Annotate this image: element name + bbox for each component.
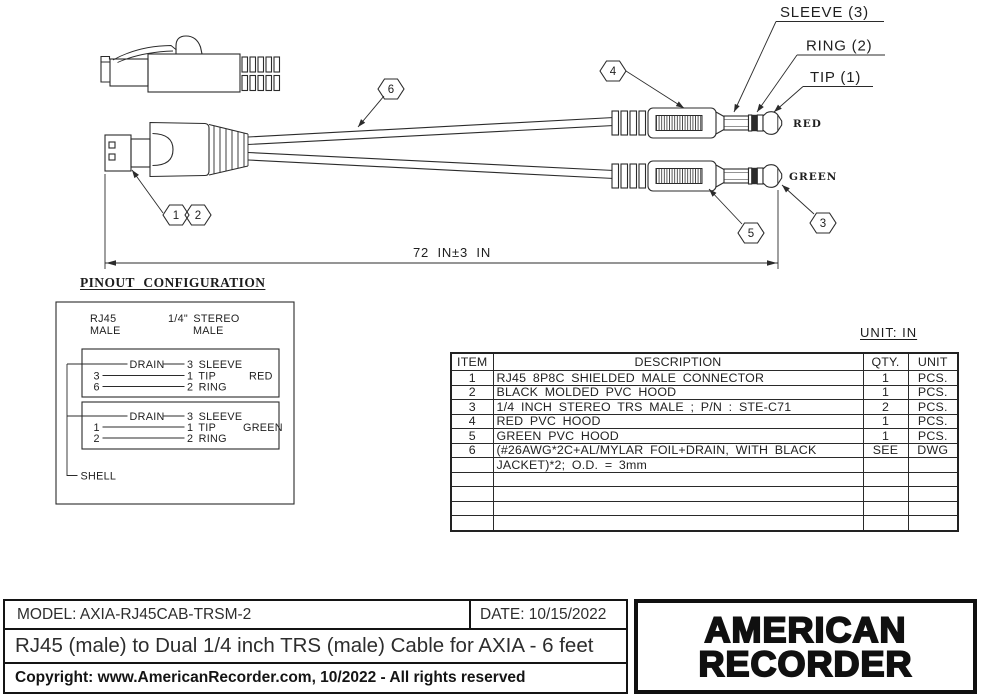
hood-ribs [208, 123, 249, 176]
svg-text:DRAIN: DRAIN [130, 359, 165, 371]
svg-text:2: 2 [94, 433, 100, 445]
svg-text:1: 1 [94, 422, 100, 434]
title-block: MODEL: AXIA-RJ45CAB-TRSM-2 DATE: 10/15/2… [3, 599, 628, 694]
callout-1-hexagon [162, 204, 190, 226]
callout-2-hexagon [184, 204, 212, 226]
svg-text:1 TIP: 1 TIP [187, 422, 216, 434]
callout-1: 1 [173, 210, 179, 222]
svg-text:6: 6 [94, 382, 100, 394]
sleeve-label: SLEEVE (3) [780, 4, 869, 21]
cable-title: RJ45 (male) to Dual 1/4 inch TRS (male) … [5, 630, 626, 664]
callout-3-hexagon [809, 212, 837, 234]
svg-text:2 RING: 2 RING [187, 382, 227, 394]
ring-label: RING (2) [806, 38, 872, 55]
callout-2: 2 [195, 210, 201, 222]
tip-label: TIP (1) [810, 69, 861, 86]
trs-plug [611, 107, 783, 139]
unit-note: UNIT: IN [860, 325, 918, 340]
american-recorder-logo: AMERICAN RECORDER [634, 599, 977, 694]
callout-5-hexagon [737, 222, 765, 244]
green-wire-label: GREEN [789, 171, 837, 183]
red-channel-label: RED [249, 371, 273, 383]
table-row [450, 500, 959, 516]
shell-label: SHELL [81, 471, 117, 483]
svg-text:MALE: MALE [193, 325, 224, 337]
shell-wire [66, 364, 78, 476]
callout-3: 3 [820, 218, 826, 230]
dimension-text: 72 IN±3 IN [413, 245, 491, 260]
callout-5: 5 [748, 228, 754, 240]
dimension: 72 IN±3 IN [104, 174, 779, 269]
table-row [450, 471, 959, 487]
svg-text:3 SLEEVE: 3 SLEEVE [187, 359, 242, 371]
trs-plug-green [611, 160, 783, 192]
rj45-front-view [104, 121, 249, 178]
table-row: 6(#26AWG*2C+AL/MYLAR FOIL+DRAIN, WITH BL… [450, 442, 959, 458]
svg-text:1 TIP: 1 TIP [187, 371, 216, 383]
table-row: JACKET)*2; O.D. = 3mm [450, 457, 959, 473]
table-row [450, 486, 959, 502]
red-channel-box [81, 348, 280, 398]
title-block-row1: MODEL: AXIA-RJ45CAB-TRSM-2 DATE: 10/15/2… [5, 601, 626, 630]
date-field: DATE: 10/15/2022 [469, 601, 626, 628]
part-labels: SLEEVE (3) RING (2) TIP (1) RED GREEN [733, 4, 885, 183]
bom-header-row: ITEM DESCRIPTION QTY. UNIT [450, 352, 959, 371]
brand-line-2: RECORDER [697, 642, 913, 684]
bom-header-item: ITEM [450, 352, 494, 371]
green-channel-box [81, 401, 280, 450]
svg-text:MALE: MALE [90, 325, 121, 337]
bom-header-qty: QTY. [862, 352, 909, 371]
rj45-side-view [100, 35, 281, 93]
cable-assembly-drawing: SLEEVE (3) RING (2) TIP (1) RED GREEN 1 … [55, 4, 885, 505]
copyright-notice: Copyright: www.AmericanRecorder.com, 10/… [15, 669, 526, 686]
model-number: MODEL: AXIA-RJ45CAB-TRSM-2 [17, 605, 252, 623]
red-wire-label: RED [793, 118, 822, 130]
callout-6: 6 [388, 84, 394, 96]
svg-text:2 RING: 2 RING [187, 433, 227, 445]
svg-text:DRAIN: DRAIN [130, 411, 165, 423]
callout-6-hexagon [377, 78, 405, 100]
pinout-right-header: 1/4" STEREO [168, 313, 240, 325]
table-row [450, 515, 959, 531]
svg-text:3: 3 [94, 371, 100, 383]
pinout-title: PINOUT CONFIGURATION [80, 275, 266, 290]
pinout-diagram: RJ45 MALE 1/4" STEREO MALE DRAIN 3 SLEEV… [55, 301, 295, 505]
side-boot-ribs [241, 56, 281, 92]
bom-header-description: DESCRIPTION [492, 352, 864, 371]
callout-4: 4 [610, 66, 617, 78]
pinout-left-header: RJ45 [90, 313, 116, 325]
cable-pair [247, 116, 615, 180]
brand-line-1: AMERICAN [704, 609, 907, 650]
svg-text:3 SLEEVE: 3 SLEEVE [187, 411, 242, 423]
callouts: 1 2 3 4 5 6 [131, 60, 837, 244]
bom-header-unit: UNIT [907, 352, 959, 371]
green-channel-label: GREEN [243, 422, 283, 434]
